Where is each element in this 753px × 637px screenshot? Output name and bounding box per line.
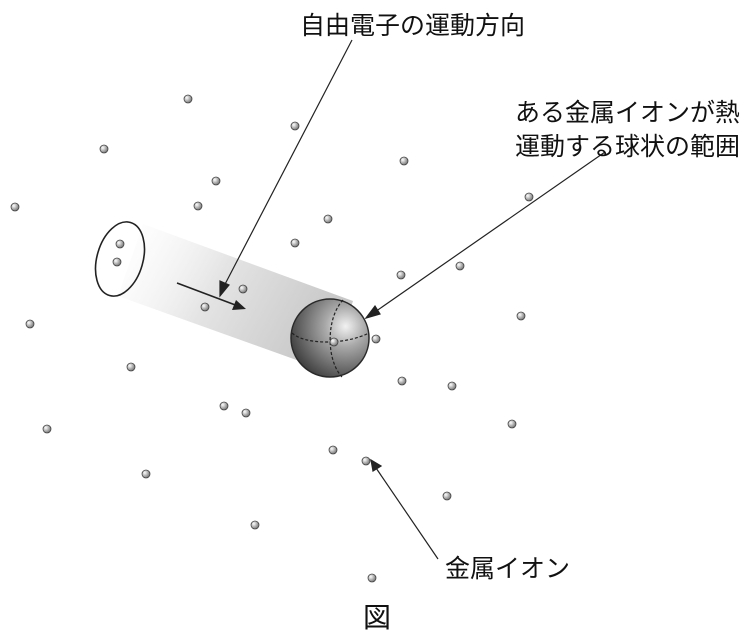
metal-ion xyxy=(290,238,300,248)
metal-ion xyxy=(399,156,409,166)
sphere-label-line2: 運動する球状の範囲 xyxy=(515,132,741,161)
metal-ion xyxy=(516,311,526,321)
metal-ion xyxy=(10,202,20,212)
leader-sphere xyxy=(371,151,606,315)
sphere-range-label: ある金属イオンが熱 運動する球状の範囲 xyxy=(515,96,740,164)
metal-ion-field xyxy=(10,94,534,583)
leader-electron-head xyxy=(219,280,230,298)
metal-ion xyxy=(112,257,122,267)
electron-direction-arrow xyxy=(176,282,246,310)
metal-ion xyxy=(367,573,377,583)
metal-ion xyxy=(183,94,193,104)
metal-ion xyxy=(328,445,338,455)
metal-ion xyxy=(455,261,465,271)
ion-vibration-sphere xyxy=(290,298,370,378)
metal-ion xyxy=(323,214,333,224)
metal-ion xyxy=(447,381,457,391)
leader-sphere-head xyxy=(364,304,381,320)
sphere-meridian xyxy=(329,299,344,378)
center-ion xyxy=(329,337,339,347)
metal-ion xyxy=(238,284,248,294)
metal-ion-label: 金属イオン xyxy=(445,554,571,583)
leader-lines xyxy=(219,39,606,560)
metal-ion xyxy=(250,520,260,530)
leader-ion-head xyxy=(370,458,383,472)
leader-ion xyxy=(373,464,439,560)
metal-ion xyxy=(42,424,52,434)
metal-ion xyxy=(200,302,210,312)
figure-caption: 図 xyxy=(363,601,392,634)
leader-electron xyxy=(221,39,353,291)
metal-ion xyxy=(361,456,371,466)
metal-ion xyxy=(507,419,517,429)
metal-ion xyxy=(524,192,534,202)
metal-ion xyxy=(371,334,381,344)
metal-ion xyxy=(193,201,203,211)
metal-ion xyxy=(442,491,452,501)
metal-ion xyxy=(126,362,136,372)
metal-ion xyxy=(115,239,125,249)
metal-ion xyxy=(290,121,300,131)
metal-ion xyxy=(241,408,251,418)
metal-ion xyxy=(211,176,221,186)
sphere-equator xyxy=(291,332,370,343)
metal-ion xyxy=(25,319,35,329)
metal-ion xyxy=(396,270,406,280)
metal-ion xyxy=(141,469,151,479)
sphere-label-line1: ある金属イオンが熱 xyxy=(515,98,741,127)
metal-ion xyxy=(397,376,407,386)
metal-ion xyxy=(99,144,109,154)
cylinder-end-outline xyxy=(94,221,146,297)
electron-motion-label: 自由電子の運動方向 xyxy=(300,11,526,40)
metal-ion xyxy=(219,401,229,411)
